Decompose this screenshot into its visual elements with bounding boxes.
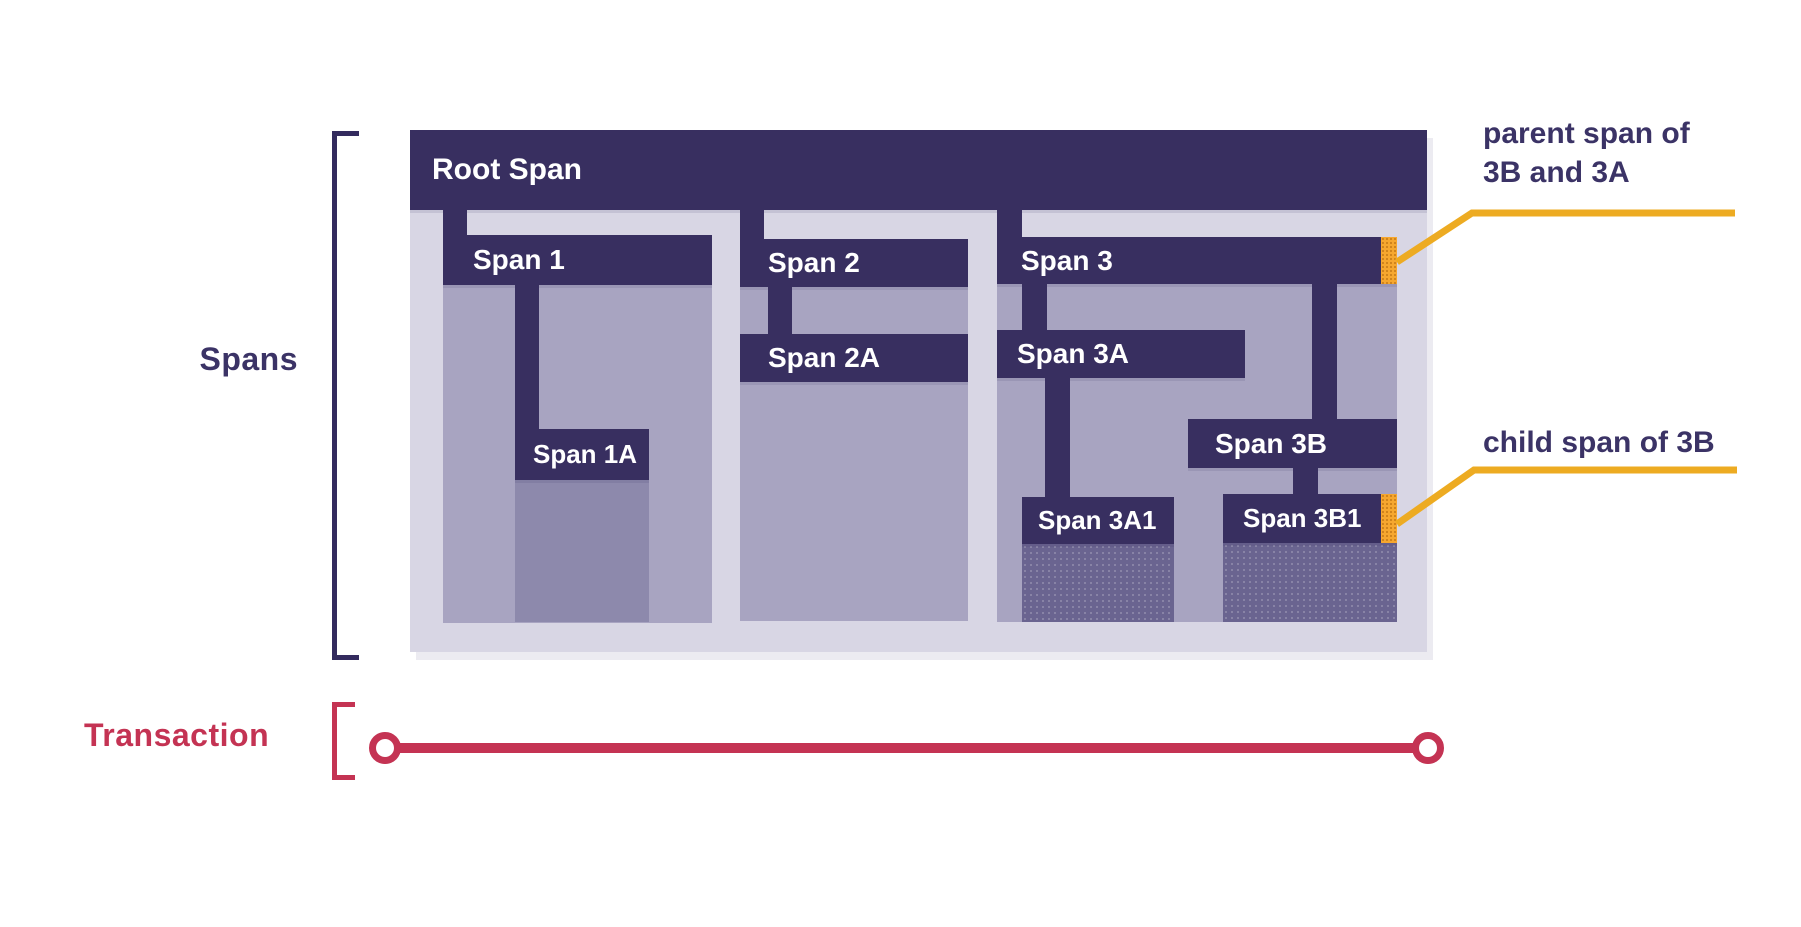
span3-label: Span 3 xyxy=(1021,244,1113,276)
span1a-label: Span 1A xyxy=(533,439,638,469)
parent-span-highlight-marker xyxy=(1381,237,1397,284)
root-span-bar: Root Span xyxy=(410,130,1427,210)
connector-span1-span1a xyxy=(515,284,539,430)
connector-root-span1 xyxy=(443,210,467,236)
span3b1-duration-shade xyxy=(1223,543,1397,622)
connector-span3-span3a xyxy=(1022,284,1047,331)
connector-span2-span2a xyxy=(768,287,792,334)
span3a1-bar: Span 3A1 xyxy=(1022,497,1174,544)
transaction-bracket xyxy=(332,702,355,780)
connector-root-span2 xyxy=(740,210,764,240)
span1a-duration-shade xyxy=(515,480,649,622)
connector-root-span3 xyxy=(997,210,1022,238)
annotation-parent-span-text: parent span of 3B and 3A xyxy=(1483,114,1690,192)
span2a-label: Span 2A xyxy=(768,342,881,373)
connector-span3a-span3a1 xyxy=(1045,378,1070,498)
transaction-start-circle xyxy=(369,732,401,764)
span2a-bar: Span 2A xyxy=(740,334,968,382)
transaction-end-circle xyxy=(1412,732,1444,764)
span3a1-label: Span 3A1 xyxy=(1038,505,1157,535)
parent-callout-line xyxy=(1395,209,1735,265)
span2-label: Span 2 xyxy=(768,247,860,278)
span1a-bar: Span 1A xyxy=(515,429,649,480)
annotation-child-span-text: child span of 3B xyxy=(1483,426,1715,459)
span1-label: Span 1 xyxy=(473,244,565,275)
span3b1-label: Span 3B1 xyxy=(1243,503,1362,533)
span3a-label: Span 3A xyxy=(1017,338,1130,369)
connector-span3b-span3b1 xyxy=(1293,468,1318,495)
annotation-parent-line1: parent span of xyxy=(1483,117,1690,150)
child-span-highlight-marker xyxy=(1381,494,1397,543)
span3b-bar: Span 3B xyxy=(1188,419,1397,468)
span3b1-bar: Span 3B1 xyxy=(1223,494,1397,543)
span3-bar: Span 3 xyxy=(997,237,1397,284)
transaction-label: Transaction xyxy=(84,717,270,753)
spans-label: Spans xyxy=(199,341,298,377)
connector-span3-span3b xyxy=(1312,284,1337,420)
spans-bracket xyxy=(332,131,359,660)
span3b-label: Span 3B xyxy=(1215,427,1328,459)
span1-bar: Span 1 xyxy=(443,235,712,285)
root-span-label: Root Span xyxy=(432,153,582,186)
span2-bar: Span 2 xyxy=(740,239,968,287)
annotation-parent-line2: 3B and 3A xyxy=(1483,156,1630,189)
span3a-bar: Span 3A xyxy=(997,330,1245,378)
span3a1-duration-shade xyxy=(1022,544,1174,622)
child-callout-line xyxy=(1394,466,1737,527)
